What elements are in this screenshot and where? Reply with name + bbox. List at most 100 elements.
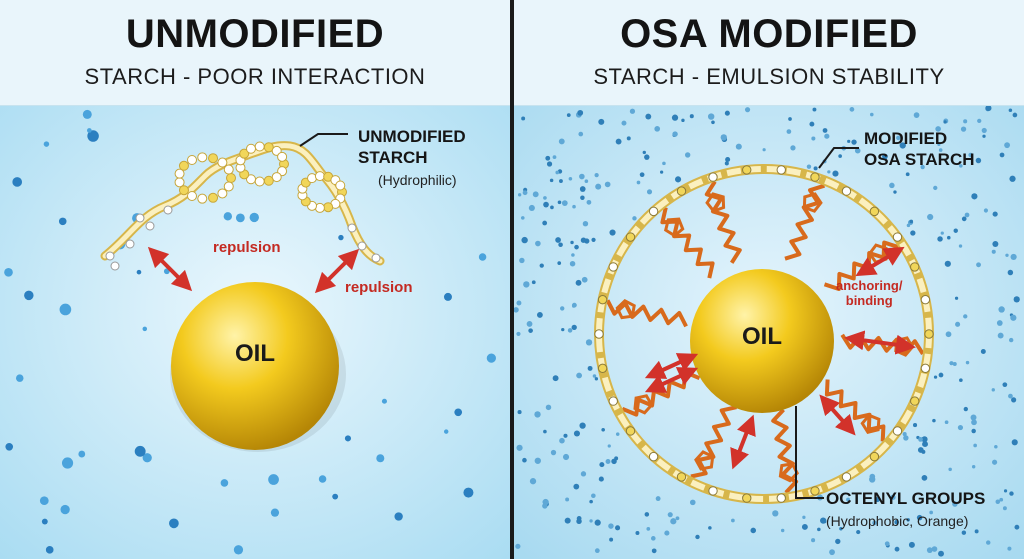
- water-dot: [557, 261, 562, 265]
- water-dot: [811, 136, 816, 141]
- water-dot: [12, 177, 23, 187]
- water-dot: [646, 526, 651, 531]
- water-dot: [478, 253, 487, 261]
- water-dot: [689, 499, 696, 506]
- water-dot: [608, 523, 614, 529]
- water-dot: [963, 119, 968, 124]
- water-dot: [896, 135, 901, 141]
- water-dot: [996, 320, 1003, 326]
- water-dot: [905, 172, 910, 177]
- water-dot: [660, 170, 664, 174]
- starch-bead: [597, 363, 608, 374]
- water-dot: [571, 324, 577, 331]
- water-dot: [817, 527, 821, 532]
- water-dot: [811, 538, 816, 543]
- water-dot: [579, 173, 585, 180]
- water-dot: [943, 120, 947, 124]
- water-dot: [1011, 397, 1017, 403]
- starch-bead: [217, 188, 228, 199]
- water-dot: [549, 178, 554, 183]
- water-dot: [952, 362, 957, 366]
- water-dot: [964, 212, 970, 218]
- water-dot: [562, 453, 570, 461]
- water-dot: [595, 183, 602, 190]
- water-dot: [899, 142, 906, 149]
- water-dot: [4, 267, 13, 277]
- osa-label-line1: MODIFIED: [864, 129, 948, 148]
- water-dot: [725, 156, 731, 163]
- water-dot: [980, 349, 986, 355]
- starch-bead: [178, 160, 189, 171]
- binding-arrow: [644, 367, 699, 393]
- water-dot: [954, 296, 959, 300]
- water-dot: [41, 518, 48, 525]
- water-dot: [318, 475, 327, 483]
- water-dot: [528, 204, 535, 212]
- water-dot: [39, 496, 49, 506]
- water-dot: [575, 279, 582, 286]
- water-dot: [534, 411, 541, 418]
- water-dot: [531, 280, 536, 285]
- water-dot: [598, 476, 604, 482]
- repulsion-label-1: repulsion: [213, 239, 281, 256]
- hydroxyl-group: [110, 261, 120, 271]
- water-dot: [724, 110, 730, 116]
- water-dot: [516, 300, 522, 306]
- octenyl-ring: [705, 192, 726, 213]
- water-dot: [999, 497, 1004, 502]
- water-dot: [961, 530, 967, 535]
- water-dot: [526, 321, 533, 327]
- water-dot: [827, 170, 831, 174]
- water-dot: [991, 249, 996, 254]
- starch-bead: [263, 142, 274, 153]
- water-dot: [992, 459, 998, 465]
- water-dot: [605, 459, 611, 464]
- starch-label-line1: UNMODIFIED: [358, 127, 466, 146]
- water-dot: [893, 190, 897, 194]
- water-dot: [519, 257, 525, 264]
- water-dot: [43, 141, 50, 147]
- water-dot: [332, 493, 339, 500]
- water-dot: [552, 155, 557, 159]
- water-dot: [711, 120, 715, 125]
- water-dot: [394, 512, 403, 521]
- water-dot: [1003, 489, 1008, 493]
- water-dot: [573, 430, 581, 437]
- water-dot: [963, 406, 968, 412]
- octenyl-ring: [615, 298, 636, 320]
- water-dot: [913, 112, 920, 118]
- water-dot: [1005, 253, 1009, 257]
- water-dot: [580, 471, 587, 477]
- octenyl-ring: [633, 394, 654, 415]
- water-dot: [1010, 253, 1017, 261]
- water-dot: [1004, 142, 1011, 149]
- water-dot: [522, 457, 527, 463]
- water-dot: [515, 543, 521, 549]
- water-dot: [557, 200, 562, 205]
- water-dot: [944, 420, 949, 425]
- octenyl-chain: [771, 408, 799, 494]
- water-dot: [1007, 546, 1012, 551]
- water-dot: [902, 432, 907, 437]
- water-dot: [142, 326, 148, 332]
- water-dot: [82, 109, 92, 119]
- water-dot: [931, 546, 938, 552]
- water-dot: [667, 512, 673, 518]
- starch-bead: [625, 232, 636, 242]
- water-dot: [268, 474, 279, 485]
- water-dot: [587, 365, 593, 371]
- water-dot: [662, 161, 666, 166]
- water-dot: [916, 514, 923, 521]
- water-dot: [894, 519, 900, 525]
- water-dot: [986, 540, 991, 545]
- starch-bead: [742, 493, 752, 503]
- starch-bead: [810, 172, 820, 182]
- water-dot: [546, 161, 553, 167]
- starch-bead: [271, 172, 282, 183]
- starch-bead: [841, 186, 852, 196]
- water-dot: [60, 504, 70, 515]
- starch-bead: [892, 232, 903, 242]
- water-dot: [780, 528, 785, 533]
- water-dot: [1008, 393, 1013, 399]
- water-dot: [869, 112, 874, 117]
